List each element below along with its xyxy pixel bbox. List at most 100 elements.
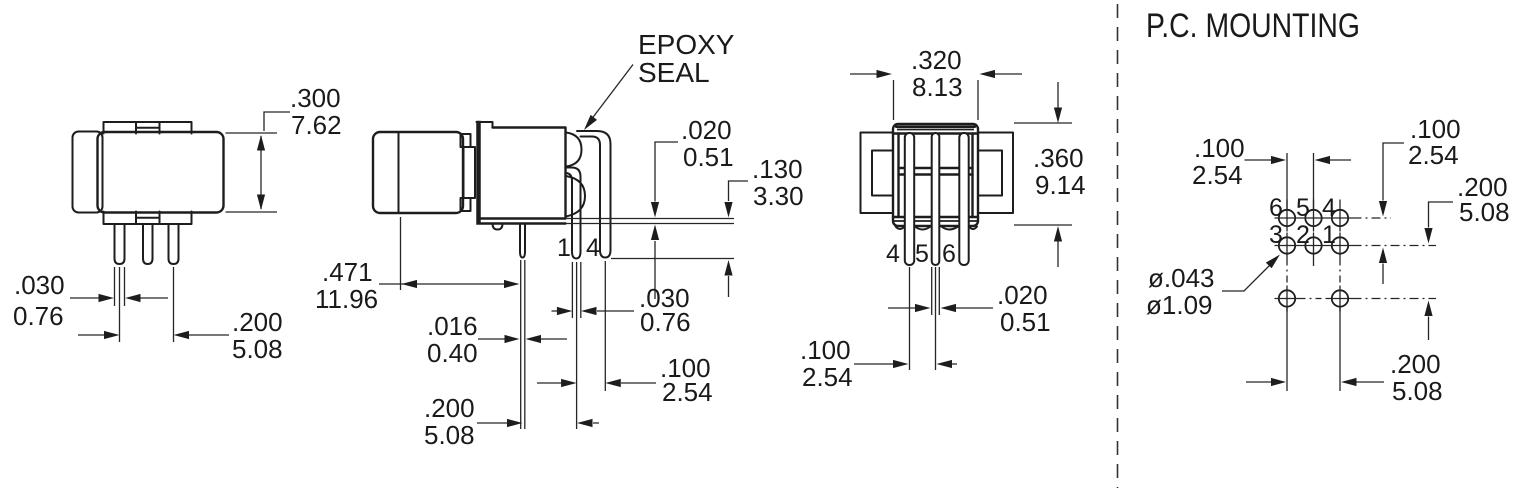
front-body-height-mm: 7.62 [291,110,342,140]
arrow-right-icon [915,303,931,313]
front-dim-pin-span: .200 5.08 [78,307,283,364]
side-body-top [491,126,567,220]
side-dim-pin-width: .030 0.76 [551,283,691,337]
rear-pin5-label: 5 [915,240,929,268]
rear-pin-pitch-in: .100 [800,335,851,365]
depth-in: .471 [322,257,373,287]
pc-mounting-title: P.C. MOUNTING [1146,7,1360,45]
side-epoxy-seal [565,131,586,218]
bracket-to-pin-mm: 5.08 [424,420,475,450]
side-pin-1 [564,166,582,260]
arrow-right-icon [876,69,892,79]
pc-dim-row1-row2: .100 2.54 [1378,114,1461,284]
rear-body-width-in: .320 [911,45,962,75]
side-body-bottom [479,217,567,225]
side-pin1-label: 1 [557,234,571,262]
side-pin-width-mm: 0.76 [640,307,691,337]
rear-right-wing [977,131,1014,214]
pc-dim-column-pitch: .100 2.54 [1192,133,1351,190]
rear-view: 4 5 6 .320 8.13 .360 9.14 .020 0.51 [800,45,1086,392]
side-dim-row-pitch: .100 2.54 [537,353,713,407]
side-epoxy-callout: EPOXY SEAL [584,29,735,130]
terminal-drop-mm: 3.30 [753,181,804,211]
side-dim-depth: .471 11.96 [315,257,520,314]
arrow-right-icon [556,306,573,316]
epoxy-seal-line2: SEAL [638,57,710,88]
arrow-left-icon [577,418,593,428]
arrow-left-icon [581,306,597,316]
arrow-right-icon [893,359,909,369]
rear-pin-thickness-mm: 0.51 [1000,307,1051,337]
rear-pin-6 [958,132,970,266]
rear-pin4-label: 4 [886,240,900,268]
side-dim-seal-thickness: .020 0.51 [650,115,734,299]
terminal-drop-in: .130 [752,154,803,184]
pc-hole-pattern [1274,153,1436,391]
bracket-to-pin-in: .200 [424,393,475,423]
pc-row2-row3-in: .200 [1457,172,1508,202]
arrow-up-icon [1424,300,1433,316]
front-actuator [71,130,104,214]
arrow-up-icon [650,224,660,240]
front-pin-span-mm: 5.08 [232,334,283,364]
side-dim-bracket-to-pin: .200 5.08 [424,393,599,450]
pc-row1-row2-in: .100 [1410,114,1461,144]
front-bottom-tabs [102,210,193,225]
pc-dim-hole-diameter: ø.043 ø1.09 [1146,254,1280,320]
arrow-right-icon [1271,377,1286,387]
pc-row1-row2-mm: 2.54 [1408,140,1459,170]
arrow-up-icon [256,135,266,151]
rear-pin-4 [903,132,916,266]
leader-arrow-icon [584,114,597,130]
pc-column-span-in: .200 [1390,349,1441,379]
front-dim-body-height: .300 7.62 [225,83,342,213]
front-pin-width-mm: 0.76 [13,301,64,331]
side-body-boss [491,222,504,231]
rear-dim-pin-thickness: .020 0.51 [888,267,1051,337]
pc-mounting-view: P.C. MOUNTING 6 5 4 3 2 1 .100 [1146,7,1510,406]
arrow-left-icon [940,303,956,313]
pc-hole3-label: 3 [1269,221,1283,249]
arrow-right-icon [98,293,114,303]
bracket-thickness-mm: 0.40 [427,338,478,368]
arrow-right-icon [507,418,523,428]
front-pin-width-in: .030 [14,270,65,300]
pc-column-pitch-mm: 2.54 [1192,160,1243,190]
arrow-up-icon [1378,247,1388,263]
depth-mm: 11.96 [315,284,378,314]
rear-dim-body-width: .320 8.13 [850,45,1022,120]
rear-dim-pin-pitch: .100 2.54 [800,267,957,392]
seal-thickness-in: .020 [681,115,732,145]
arrow-down-icon [650,202,660,218]
pc-centerline-ext [1352,217,1436,300]
side-row-pitch-in: .100 [660,353,711,383]
arrow-up-icon [724,260,733,276]
pc-hole6-label: 6 [1269,194,1283,222]
rear-top-cap [895,125,976,128]
pc-hole-diameter-in: ø.043 [1148,263,1215,293]
seal-thickness-mm: 0.51 [683,142,734,172]
front-view: .300 7.62 .030 0.76 .200 5.08 [13,83,342,364]
pc-bottom-ext-lines [1286,153,1341,391]
side-pin4-label: 4 [586,234,600,262]
pc-centerlines [1274,199,1353,312]
arrow-down-icon [1053,107,1063,123]
arrow-down-icon [256,194,266,210]
arrow-left-icon [525,334,541,344]
arrow-left-icon [936,359,952,369]
rear-seal-scallops [894,225,978,231]
side-extension-lines [399,217,734,429]
front-pin-3 [167,223,180,265]
arrow-left-icon [401,279,417,289]
rear-dim-body-height: .360 9.14 [1014,82,1086,267]
arrow-left-icon [1341,377,1357,387]
front-pin-span-in: .200 [232,307,283,337]
arrow-right-icon [504,334,520,344]
side-pin-width-in: .030 [639,283,690,313]
front-dim-pin-width: .030 0.76 [13,267,175,342]
front-top-tabs [102,121,193,135]
bracket-thickness-in: .016 [427,311,478,341]
rear-pin6-label: 6 [942,240,956,268]
pc-hole4-label: 4 [1322,194,1336,222]
